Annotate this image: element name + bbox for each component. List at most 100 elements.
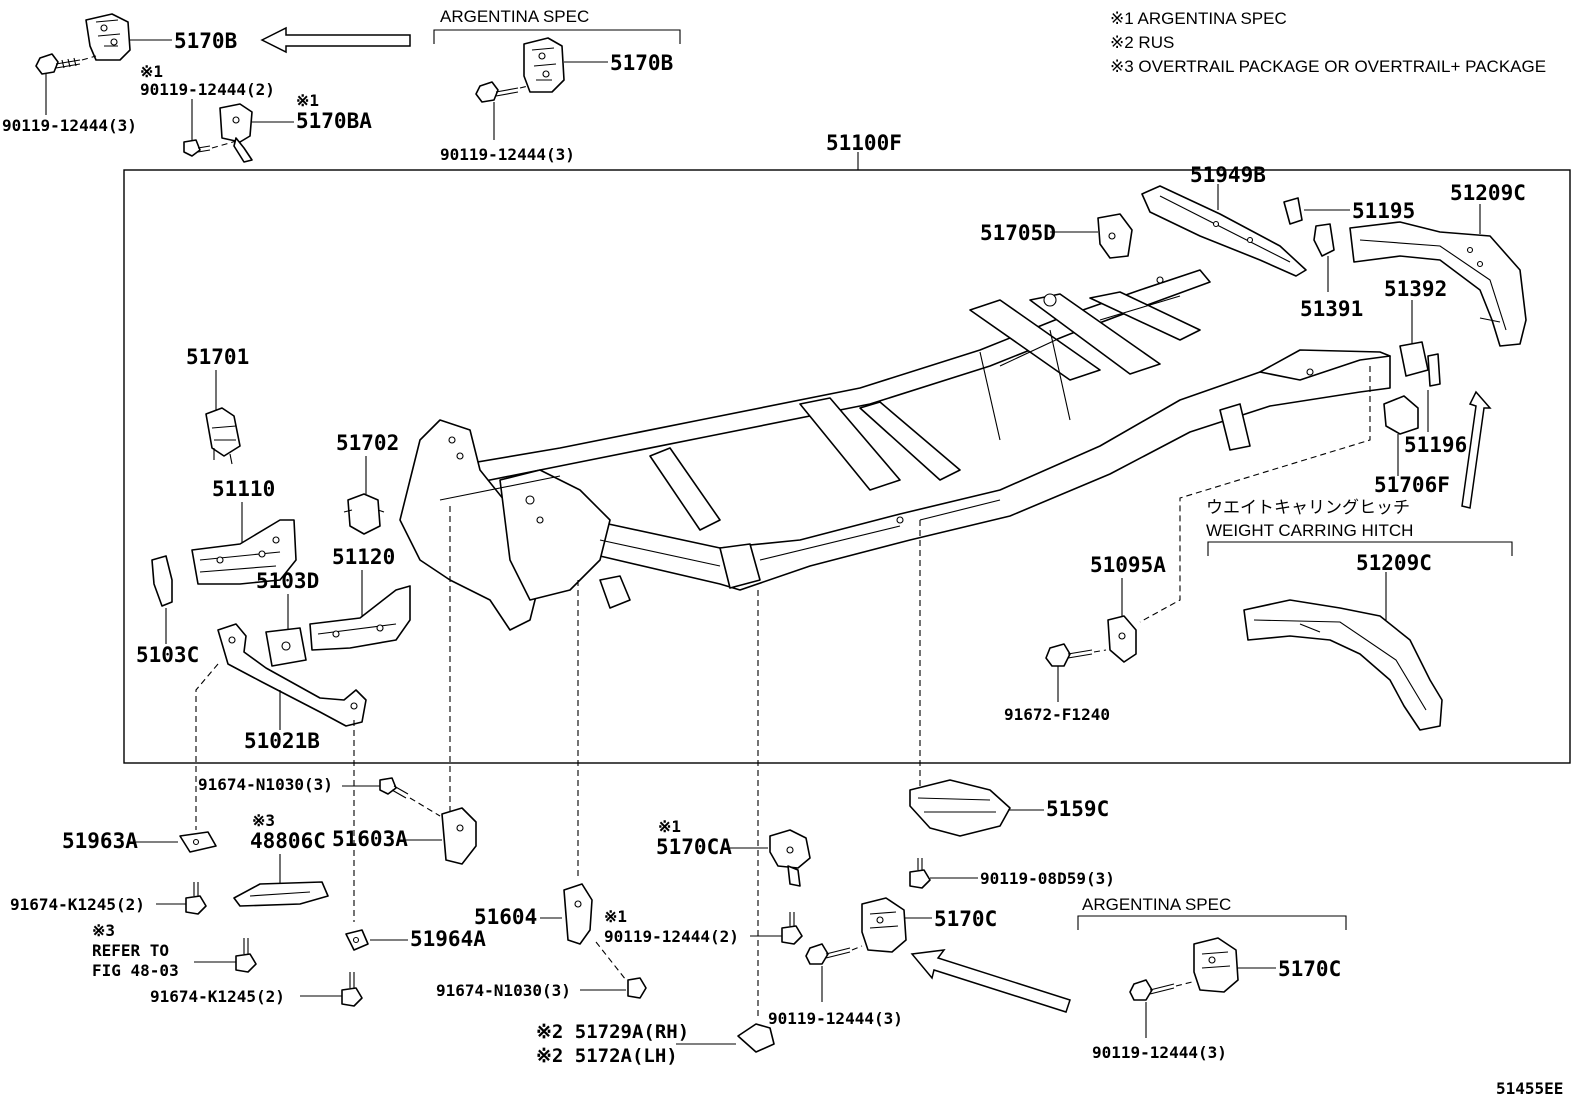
bracket-5170B-left-icon — [85, 13, 131, 61]
mark1-5170BA: ※1 — [296, 91, 319, 110]
plate-5103D-icon — [265, 627, 307, 667]
label-5103D[interactable]: 5103D — [256, 569, 319, 593]
label-51701[interactable]: 51701 — [186, 345, 249, 369]
bolt-91674-K1245-lower-icon — [341, 972, 363, 1007]
label-51949B[interactable]: 51949B — [1190, 163, 1266, 187]
label-5170C-argentina[interactable]: 5170C — [1278, 957, 1341, 981]
cover-51729A-icon — [737, 1023, 775, 1053]
label-5170CA[interactable]: 5170CA — [656, 835, 732, 859]
pad-51195-icon — [1283, 197, 1303, 225]
label-refer-to: REFER TO — [92, 941, 169, 960]
label-51209C-hitch[interactable]: 51209C — [1356, 551, 1432, 575]
label-51195[interactable]: 51195 — [1352, 199, 1415, 223]
label-90119-12444-3-left[interactable]: 90119-12444(3) — [2, 116, 137, 135]
mount-51702-icon — [343, 493, 385, 535]
bracket-51604-icon — [563, 883, 593, 945]
nut-90119-12444-2-icon — [781, 912, 803, 945]
label-51095A[interactable]: 51095A — [1090, 553, 1166, 577]
direction-arrow-left-icon — [260, 26, 411, 54]
label-51705D[interactable]: 51705D — [980, 221, 1056, 245]
label-51706F[interactable]: 51706F — [1374, 473, 1450, 497]
crossmember-51021B-icon — [217, 623, 367, 727]
bolt-91674-N1030-upper-icon — [379, 777, 409, 799]
bracket-51705D-icon — [1097, 213, 1133, 259]
label-51110[interactable]: 51110 — [212, 477, 275, 501]
bracket-51963A-icon — [179, 831, 217, 853]
bracket-5170C-center-icon — [861, 897, 907, 953]
mark3-refer: ※3 — [92, 921, 115, 940]
label-51392[interactable]: 51392 — [1384, 277, 1447, 301]
label-48806C[interactable]: 48806C — [250, 829, 326, 853]
bolt-90119-12444-argentina-lower-icon — [1129, 979, 1175, 1001]
label-90119-12444-2-top[interactable]: 90119-12444(2) — [140, 80, 275, 99]
label-91674-K1245-2-lower[interactable]: 91674-K1245(2) — [150, 987, 285, 1006]
label-51391[interactable]: 51391 — [1300, 297, 1363, 321]
mark3-48806C: ※3 — [252, 811, 275, 830]
chassis-frame-drawing-icon — [399, 269, 1391, 631]
group-hitch-japanese: ウエイトキャリングヒッチ — [1206, 498, 1410, 517]
bolt-refer-icon — [235, 938, 257, 973]
direction-arrow-up-icon — [1461, 390, 1492, 509]
bracket-51391-icon — [1313, 223, 1335, 257]
label-90119-12444-3-center[interactable]: 90119-12444(3) — [768, 1009, 903, 1028]
bolt-90119-12444-argentina-icon — [475, 81, 519, 103]
label-5170BA[interactable]: 5170BA — [296, 109, 372, 133]
label-5170B-argentina[interactable]: 5170B — [610, 51, 673, 75]
group-hitch-english: WEIGHT CARRING HITCH — [1206, 521, 1413, 540]
bolt-90119-08D59-icon — [909, 858, 931, 889]
bracket-5103C-icon — [151, 555, 173, 607]
plate-48806C-icon — [233, 881, 329, 907]
bolt-90119-12444-small-icon — [183, 139, 211, 157]
label-5172A-LH[interactable]: ※2 5172A(LH) — [536, 1045, 678, 1067]
label-51021B[interactable]: 51021B — [244, 729, 320, 753]
bracket-51603A-icon — [441, 807, 477, 865]
direction-arrow-upleft-icon — [910, 949, 1071, 1013]
mark1-top-left: ※1 — [140, 62, 163, 81]
label-90119-12444-2-lower[interactable]: 90119-12444(2) — [604, 927, 739, 946]
label-5170B-left[interactable]: 5170B — [174, 29, 237, 53]
bracket-5170CA-icon — [769, 829, 811, 887]
label-51100F[interactable]: 51100F — [826, 131, 902, 155]
label-90119-12444-3-argentina[interactable]: 90119-12444(3) — [440, 145, 575, 164]
frame-assembly-box — [123, 169, 1571, 764]
label-91674-N1030-3-upper[interactable]: 91674-N1030(3) — [198, 775, 333, 794]
bolt-90119-12444-left-icon — [35, 53, 81, 75]
mark1-5170CA: ※1 — [658, 817, 681, 836]
mark1-90119-lower: ※1 — [604, 907, 627, 926]
bolt-90119-12444-center-icon — [805, 943, 851, 965]
label-51963A[interactable]: 51963A — [62, 829, 138, 853]
label-91674-N1030-3-lower[interactable]: 91674-N1030(3) — [436, 981, 571, 1000]
label-5170C-center[interactable]: 5170C — [934, 907, 997, 931]
group-argentina-spec-bottom: ARGENTINA SPEC — [1082, 895, 1231, 914]
label-51604[interactable]: 51604 — [474, 905, 537, 929]
bracket-51120-icon — [309, 585, 411, 651]
bolt-91672-F1240-icon — [1045, 643, 1093, 667]
diagram-id: 51455EE — [1496, 1079, 1563, 1098]
bracket-51110-icon — [191, 519, 297, 585]
label-51702[interactable]: 51702 — [336, 431, 399, 455]
label-51729A-RH[interactable]: ※2 51729A(RH) — [536, 1021, 689, 1043]
label-51209C-upper[interactable]: 51209C — [1450, 181, 1526, 205]
label-5159C[interactable]: 5159C — [1046, 797, 1109, 821]
label-51120[interactable]: 51120 — [332, 545, 395, 569]
bracket-51706F-icon — [1383, 395, 1419, 435]
mount-51701-icon — [205, 407, 241, 465]
crossmember-51949B-icon — [1141, 185, 1307, 277]
label-51964A[interactable]: 51964A — [410, 927, 486, 951]
hitch-51209C-icon — [1243, 599, 1443, 731]
label-5103C[interactable]: 5103C — [136, 643, 199, 667]
label-51196[interactable]: 51196 — [1404, 433, 1467, 457]
note-argentina-spec: ※1 ARGENTINA SPEC — [1110, 9, 1287, 28]
label-91674-K1245-2-upper[interactable]: 91674-K1245(2) — [10, 895, 145, 914]
label-51603A[interactable]: 51603A — [332, 827, 408, 851]
label-90119-12444-3-argentina-lower[interactable]: 90119-12444(3) — [1092, 1043, 1227, 1062]
bracket-5170C-argentina-icon — [1193, 937, 1239, 993]
panel-5159C-icon — [909, 779, 1011, 837]
label-90119-08D59-3[interactable]: 90119-08D59(3) — [980, 869, 1115, 888]
note-rus: ※2 RUS — [1110, 33, 1174, 52]
bracket-51392-icon — [1399, 341, 1441, 387]
label-fig-48-03[interactable]: FIG 48-03 — [92, 961, 179, 980]
label-91672-F1240[interactable]: 91672-F1240 — [1004, 705, 1110, 724]
bolt-91674-N1030-lower-icon — [627, 977, 647, 999]
